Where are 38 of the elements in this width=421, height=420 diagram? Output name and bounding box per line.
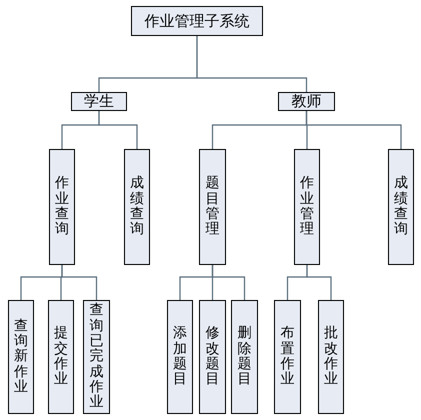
module-label: 提交作业 <box>54 326 68 388</box>
module-box <box>318 300 344 414</box>
module-label: 查询已完成作业 <box>90 303 104 411</box>
module-label: 题目管理 <box>206 176 220 238</box>
module-box <box>83 300 110 414</box>
connector-line <box>306 265 332 300</box>
module-label: 添加题目 <box>173 326 187 388</box>
module-label: 删除题目 <box>238 326 252 388</box>
connector-line <box>98 111 138 149</box>
connector-line <box>306 111 402 149</box>
module-label: 教师 <box>292 91 322 112</box>
module-label: 作业管理 <box>300 176 314 238</box>
module-box <box>199 300 226 414</box>
module-box <box>294 149 320 265</box>
module-label: 作业管理子系统 <box>144 10 250 32</box>
module-box <box>124 149 150 265</box>
module-label: 修改题目 <box>206 326 220 388</box>
module-label: 成绩查询 <box>394 176 408 238</box>
module-label: 作业查询 <box>55 176 69 238</box>
module-box <box>274 300 301 414</box>
module-label: 成绩查询 <box>130 176 144 238</box>
module-box <box>49 149 75 265</box>
module-box <box>131 6 263 36</box>
module-label: 学生 <box>84 91 114 112</box>
module-box <box>48 300 74 414</box>
module-box <box>8 300 34 414</box>
module-box <box>167 300 193 414</box>
module-label: 布置作业 <box>280 326 294 388</box>
module-box <box>231 300 258 414</box>
module-label: 批改作业 <box>324 326 338 388</box>
module-box <box>278 92 335 111</box>
connector-line <box>212 265 246 300</box>
module-box <box>199 149 226 265</box>
connector-line <box>61 265 98 300</box>
module-box <box>388 149 414 265</box>
connector-line <box>196 36 308 92</box>
module-label: 查询新作业 <box>14 318 28 396</box>
module-box <box>71 92 127 111</box>
